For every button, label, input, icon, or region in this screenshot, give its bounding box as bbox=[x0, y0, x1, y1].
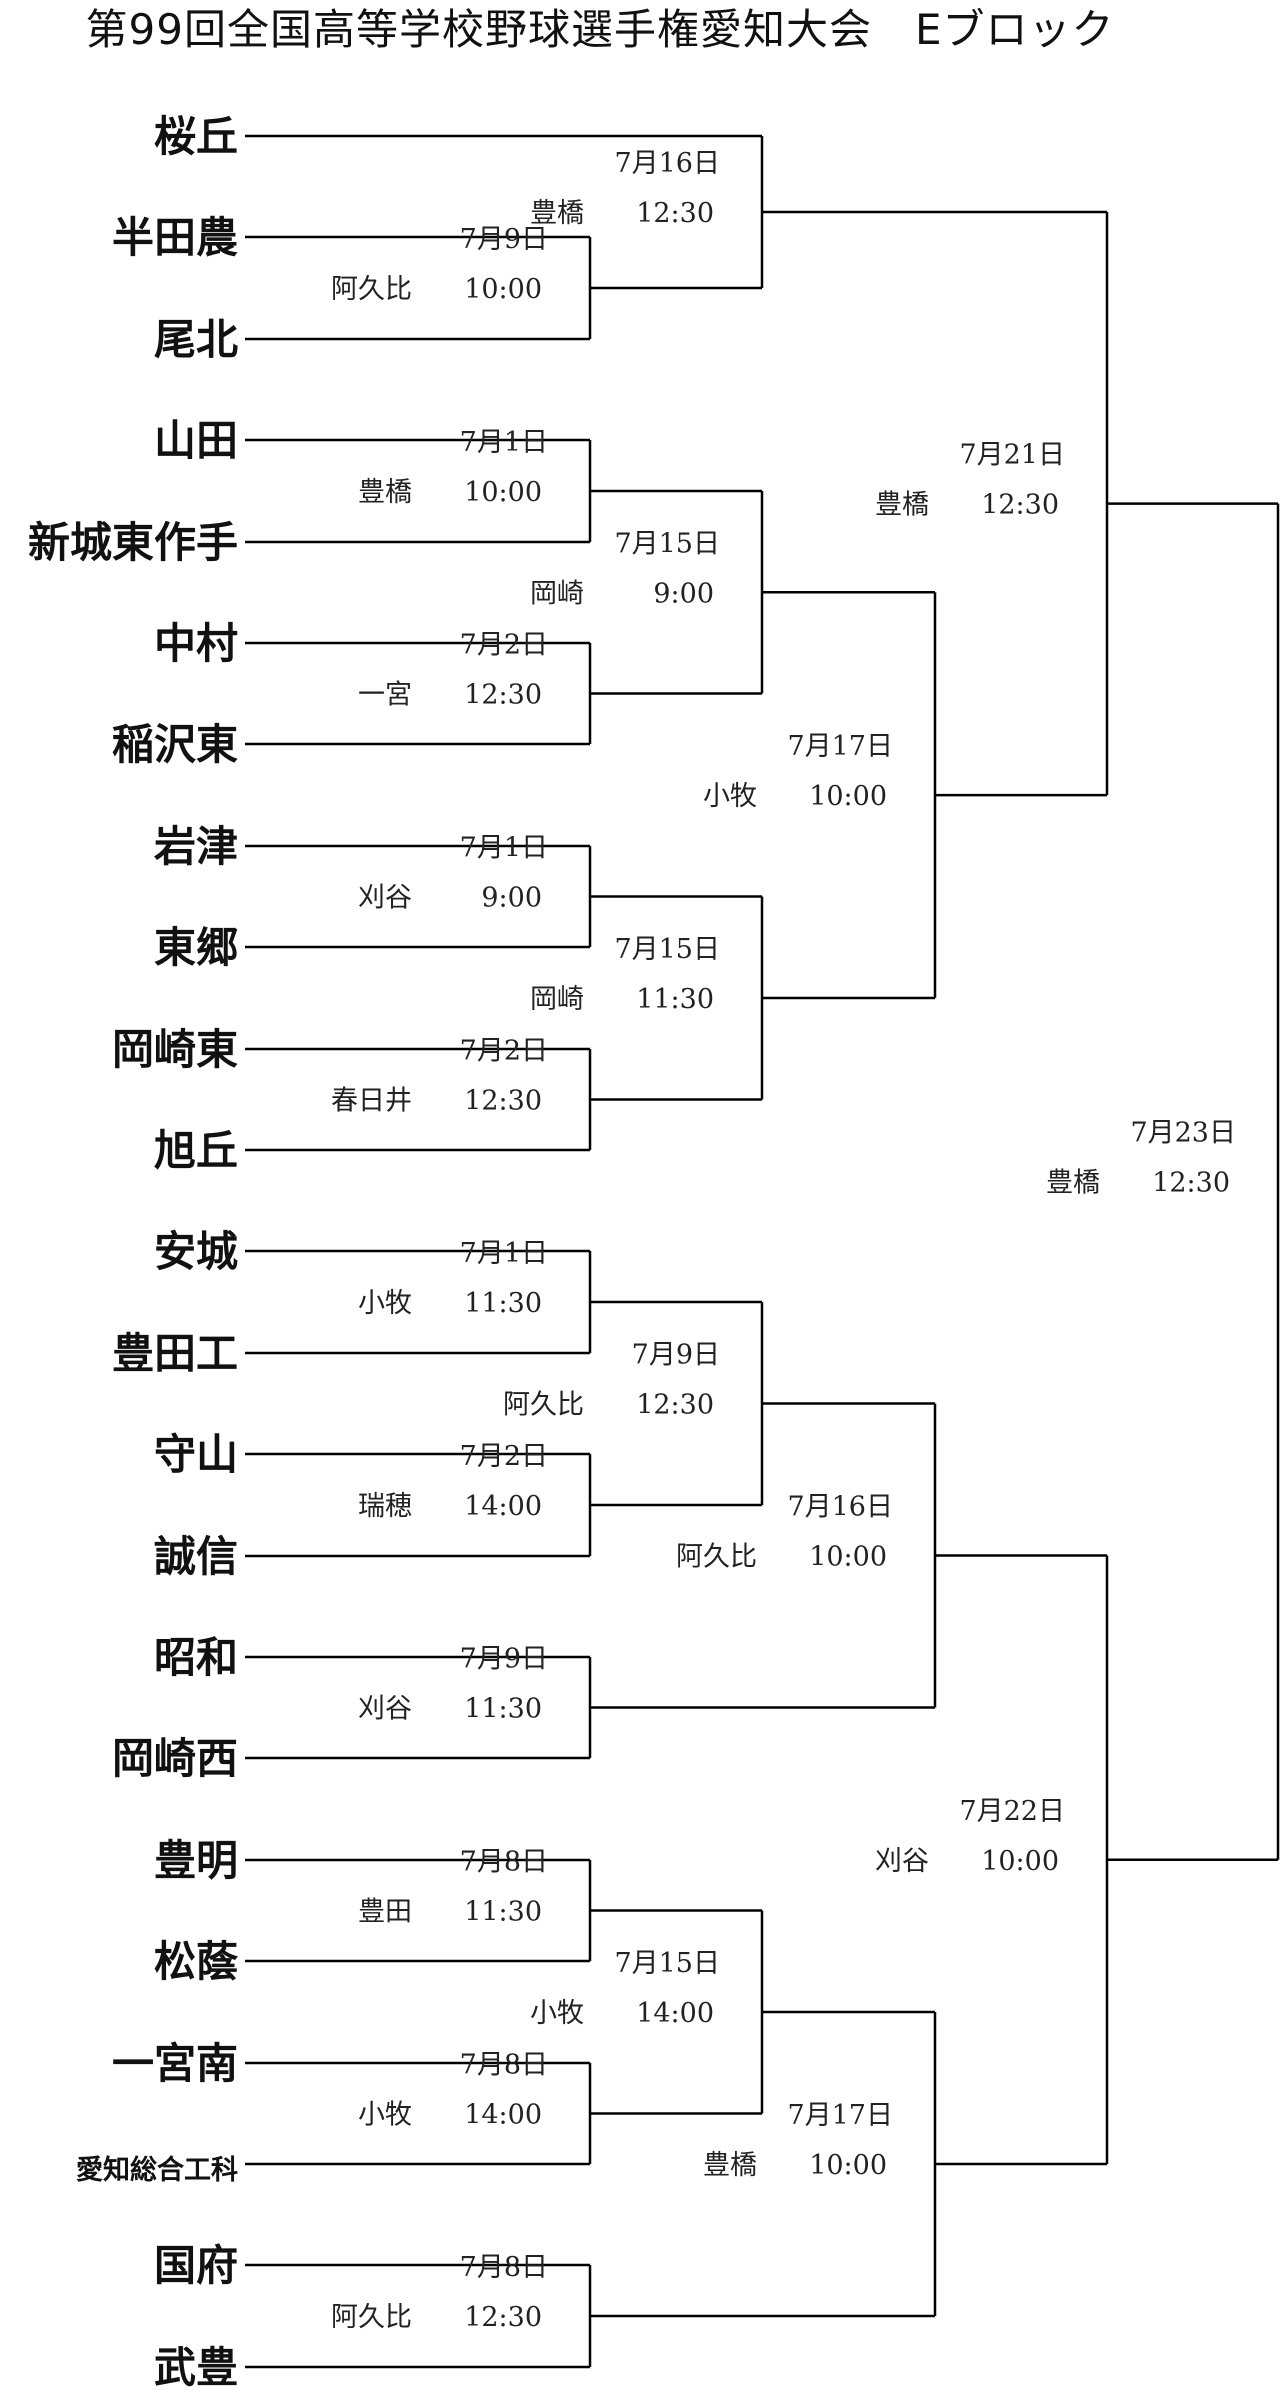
game-time: 12:30 bbox=[981, 490, 1059, 521]
game-date: 7月8日 bbox=[460, 2050, 548, 2081]
game-venue: 小牧 bbox=[358, 1288, 412, 1319]
game-venue: 岡崎 bbox=[530, 984, 584, 1015]
team-label: 稲沢東 bbox=[112, 720, 238, 769]
game-time: 11:30 bbox=[464, 1897, 542, 1928]
game-venue: 豊橋 bbox=[530, 198, 584, 229]
game-venue: 阿久比 bbox=[503, 1390, 584, 1421]
game-time: 10:00 bbox=[809, 1542, 887, 1573]
team-label: 山田 bbox=[154, 416, 238, 465]
team-label: 安城 bbox=[154, 1227, 238, 1276]
game-venue: 豊橋 bbox=[358, 477, 412, 508]
game-venue: 一宮 bbox=[358, 680, 412, 711]
game-time: 10:00 bbox=[809, 781, 887, 812]
game-time: 14:00 bbox=[464, 1491, 542, 1522]
game-date: 7月15日 bbox=[614, 934, 720, 965]
team-label: 松蔭 bbox=[154, 1937, 239, 1986]
game-venue: 小牧 bbox=[530, 1998, 584, 2029]
game-date: 7月16日 bbox=[614, 148, 720, 179]
team-label: 守山 bbox=[154, 1430, 238, 1479]
team-label: 武豊 bbox=[154, 2343, 238, 2392]
game-time: 14:00 bbox=[464, 2100, 542, 2131]
team-label: 昭和 bbox=[154, 1633, 238, 1682]
game-venue: 阿久比 bbox=[331, 274, 412, 305]
game-date: 7月21日 bbox=[959, 440, 1065, 471]
game-venue: 瑞穂 bbox=[358, 1491, 412, 1522]
game-time: 10:00 bbox=[464, 274, 542, 305]
team-label: 国府 bbox=[154, 2241, 238, 2290]
game-date: 7月17日 bbox=[787, 2100, 893, 2131]
game-time: 10:00 bbox=[464, 477, 542, 508]
game-venue: 刈谷 bbox=[358, 883, 412, 914]
game-date: 7月16日 bbox=[787, 1492, 893, 1523]
team-label: 一宮南 bbox=[112, 2039, 238, 2088]
game-time: 9:00 bbox=[653, 578, 714, 609]
game-date: 7月9日 bbox=[632, 1340, 720, 1371]
game-venue: 豊橋 bbox=[703, 2150, 757, 2181]
game-time: 10:00 bbox=[809, 2150, 887, 2181]
game-venue: 春日井 bbox=[331, 1086, 412, 1117]
team-label: 岡崎東 bbox=[112, 1025, 238, 1074]
game-time: 10:00 bbox=[981, 1846, 1059, 1877]
game-date: 7月2日 bbox=[460, 1036, 548, 1067]
game-time: 12:30 bbox=[464, 1086, 542, 1117]
game-date: 7月1日 bbox=[460, 427, 548, 458]
game-date: 7月2日 bbox=[460, 1441, 548, 1472]
game-venue: 小牧 bbox=[703, 781, 757, 812]
team-label: 桜丘 bbox=[154, 112, 238, 161]
team-label: 新城東作手 bbox=[28, 518, 238, 567]
team-label: 東郷 bbox=[154, 923, 238, 972]
game-venue: 岡崎 bbox=[530, 578, 584, 609]
game-venue: 刈谷 bbox=[875, 1846, 929, 1877]
game-venue: 刈谷 bbox=[358, 1694, 412, 1725]
game-time: 9:00 bbox=[481, 883, 542, 914]
game-venue: 小牧 bbox=[358, 2100, 412, 2131]
game-date: 7月15日 bbox=[614, 1948, 720, 1979]
game-venue: 豊橋 bbox=[1046, 1168, 1100, 1199]
game-time: 12:30 bbox=[636, 1390, 714, 1421]
game-time: 12:30 bbox=[464, 680, 542, 711]
team-label: 岩津 bbox=[154, 822, 238, 871]
game-date: 7月17日 bbox=[787, 731, 893, 762]
game-date: 7月8日 bbox=[460, 1847, 548, 1878]
game-time: 11:30 bbox=[636, 984, 714, 1015]
game-date: 7月1日 bbox=[460, 833, 548, 864]
game-venue: 豊田 bbox=[358, 1897, 412, 1928]
game-date: 7月22日 bbox=[959, 1796, 1065, 1827]
game-date: 7月23日 bbox=[1130, 1118, 1236, 1149]
game-date: 7月1日 bbox=[460, 1238, 548, 1269]
game-date: 7月8日 bbox=[460, 2252, 548, 2283]
team-label: 中村 bbox=[154, 619, 238, 668]
team-label: 旭丘 bbox=[154, 1126, 238, 1175]
game-time: 11:30 bbox=[464, 1288, 542, 1319]
team-label: 誠信 bbox=[154, 1532, 238, 1581]
team-label: 尾北 bbox=[154, 315, 238, 364]
game-date: 7月15日 bbox=[614, 528, 720, 559]
team-label: 豊田工 bbox=[112, 1329, 238, 1378]
game-venue: 阿久比 bbox=[676, 1542, 757, 1573]
game-date: 7月9日 bbox=[460, 1644, 548, 1675]
game-venue: 阿久比 bbox=[331, 2302, 412, 2333]
game-time: 11:30 bbox=[464, 1694, 542, 1725]
game-date: 7月2日 bbox=[460, 630, 548, 661]
game-venue: 豊橋 bbox=[875, 490, 929, 521]
team-label: 半田農 bbox=[112, 213, 238, 262]
game-date: 7月9日 bbox=[460, 224, 548, 255]
game-time: 14:00 bbox=[636, 1998, 714, 2029]
game-time: 12:30 bbox=[464, 2302, 542, 2333]
team-label: 愛知総合工科 bbox=[76, 2154, 238, 2186]
game-time: 12:30 bbox=[636, 198, 714, 229]
page-title: 第99回全国高等学校野球選手権愛知大会 Eブロック bbox=[85, 5, 1115, 54]
team-label: 豊明 bbox=[154, 1836, 238, 1885]
team-label: 岡崎西 bbox=[112, 1734, 238, 1783]
game-time: 12:30 bbox=[1152, 1168, 1230, 1199]
